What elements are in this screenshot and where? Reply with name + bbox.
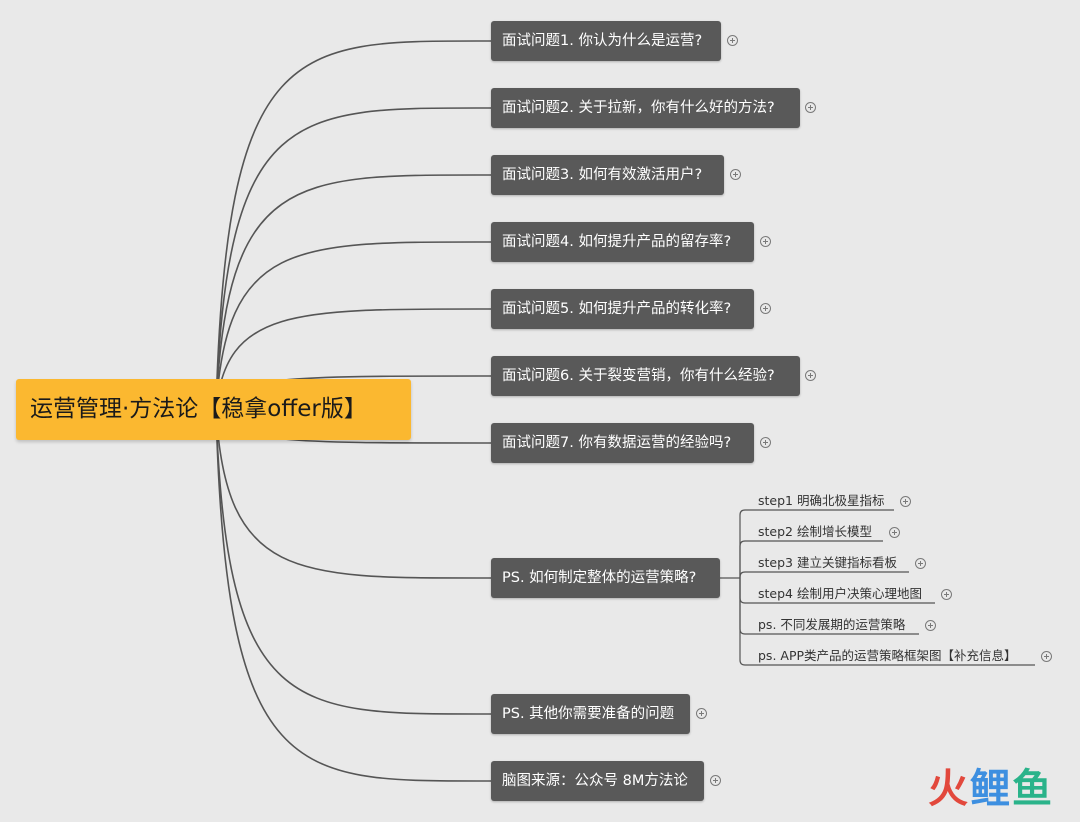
branch-label: 面试问题3. 如何有效激活用户? xyxy=(502,167,703,183)
connector-line-4 xyxy=(215,241,492,411)
subtopic-underline-3 xyxy=(739,571,909,578)
connector-line-8 xyxy=(215,409,492,579)
expand-plus-icon[interactable] xyxy=(900,496,911,507)
branch-question-2[interactable]: 面试问题2. 关于拉新，你有什么好的方法? xyxy=(491,88,800,128)
expand-plus-icon[interactable] xyxy=(730,169,741,180)
subtopic-app-framework[interactable]: ps. APP类产品的运营策略框架图【补充信息】 xyxy=(740,646,1017,666)
expand-plus-icon[interactable] xyxy=(760,236,771,247)
expand-plus-icon[interactable] xyxy=(696,708,707,719)
subtopic-step2[interactable]: step2 绘制增长模型 xyxy=(740,522,872,542)
branch-label: PS. 如何制定整体的运营策略? xyxy=(502,570,697,586)
root-topic[interactable]: 运营管理·方法论【稳拿offer版】 xyxy=(16,379,411,440)
branch-question-7[interactable]: 面试问题7. 你有数据运营的经验吗? xyxy=(491,423,754,463)
subtopic-label: ps. 不同发展期的运营策略 xyxy=(758,617,906,632)
subtopic-label: ps. APP类产品的运营策略框架图【补充信息】 xyxy=(758,648,1017,663)
subtopic-underline-1 xyxy=(739,509,894,578)
branch-source[interactable]: 脑图来源：公众号 8M方法论 xyxy=(491,761,704,801)
expand-plus-icon[interactable] xyxy=(805,102,816,113)
subtopic-step1[interactable]: step1 明确北极星指标 xyxy=(740,491,884,511)
connector-line-10 xyxy=(215,409,492,782)
branch-label: 面试问题2. 关于拉新，你有什么好的方法? xyxy=(502,100,775,116)
branch-question-1[interactable]: 面试问题1. 你认为什么是运营? xyxy=(491,21,721,61)
branch-label: 面试问题6. 关于裂变营销，你有什么经验? xyxy=(502,368,775,384)
subtopic-underline-2 xyxy=(739,540,883,578)
subtopic-step3[interactable]: step3 建立关键指标看板 xyxy=(740,553,897,573)
expand-plus-icon[interactable] xyxy=(925,620,936,631)
branch-question-6[interactable]: 面试问题6. 关于裂变营销，你有什么经验? xyxy=(491,356,800,396)
branch-label: 面试问题4. 如何提升产品的留存率? xyxy=(502,234,732,250)
connector-line-3 xyxy=(215,174,492,411)
expand-plus-icon[interactable] xyxy=(805,370,816,381)
root-topic-label: 运营管理·方法论【稳拿offer版】 xyxy=(30,396,367,422)
watermark-part-2: 鲤 xyxy=(970,766,1012,812)
expand-plus-icon[interactable] xyxy=(727,35,738,46)
subtopic-label: step1 明确北极星指标 xyxy=(758,493,885,508)
connector-line-1 xyxy=(215,40,492,411)
subtopic-dev-stage[interactable]: ps. 不同发展期的运营策略 xyxy=(740,615,905,635)
connector-line-9 xyxy=(215,409,492,715)
branch-ps-strategy[interactable]: PS. 如何制定整体的运营策略? xyxy=(491,558,720,598)
subtopic-label: step3 建立关键指标看板 xyxy=(758,555,897,570)
branch-ps-other[interactable]: PS. 其他你需要准备的问题 xyxy=(491,694,690,734)
subtopic-underline-6 xyxy=(739,578,1035,666)
expand-plus-icon[interactable] xyxy=(915,558,926,569)
expand-plus-icon[interactable] xyxy=(760,437,771,448)
branch-label: PS. 其他你需要准备的问题 xyxy=(502,706,675,722)
branch-question-3[interactable]: 面试问题3. 如何有效激活用户? xyxy=(491,155,724,195)
watermark-logo: 火鲤鱼 xyxy=(928,756,1054,814)
branch-question-4[interactable]: 面试问题4. 如何提升产品的留存率? xyxy=(491,222,754,262)
branch-label: 面试问题1. 你认为什么是运营? xyxy=(502,33,703,49)
subtopic-label: step2 绘制增长模型 xyxy=(758,524,872,539)
watermark-part-1: 火 xyxy=(928,766,970,812)
expand-plus-icon[interactable] xyxy=(1041,651,1052,662)
connector-line-2 xyxy=(215,107,492,411)
branch-label: 面试问题5. 如何提升产品的转化率? xyxy=(502,301,732,317)
expand-plus-icon[interactable] xyxy=(941,589,952,600)
expand-plus-icon[interactable] xyxy=(889,527,900,538)
connector-line-5 xyxy=(215,308,492,411)
expand-plus-icon[interactable] xyxy=(760,303,771,314)
branch-label: 脑图来源：公众号 8M方法论 xyxy=(502,773,688,789)
branch-question-5[interactable]: 面试问题5. 如何提升产品的转化率? xyxy=(491,289,754,329)
watermark-part-3: 鱼 xyxy=(1012,766,1054,812)
subtopic-step4[interactable]: step4 绘制用户决策心理地图 xyxy=(740,584,922,604)
expand-plus-icon[interactable] xyxy=(710,775,721,786)
subtopic-label: step4 绘制用户决策心理地图 xyxy=(758,586,922,601)
branch-label: 面试问题7. 你有数据运营的经验吗? xyxy=(502,435,732,451)
